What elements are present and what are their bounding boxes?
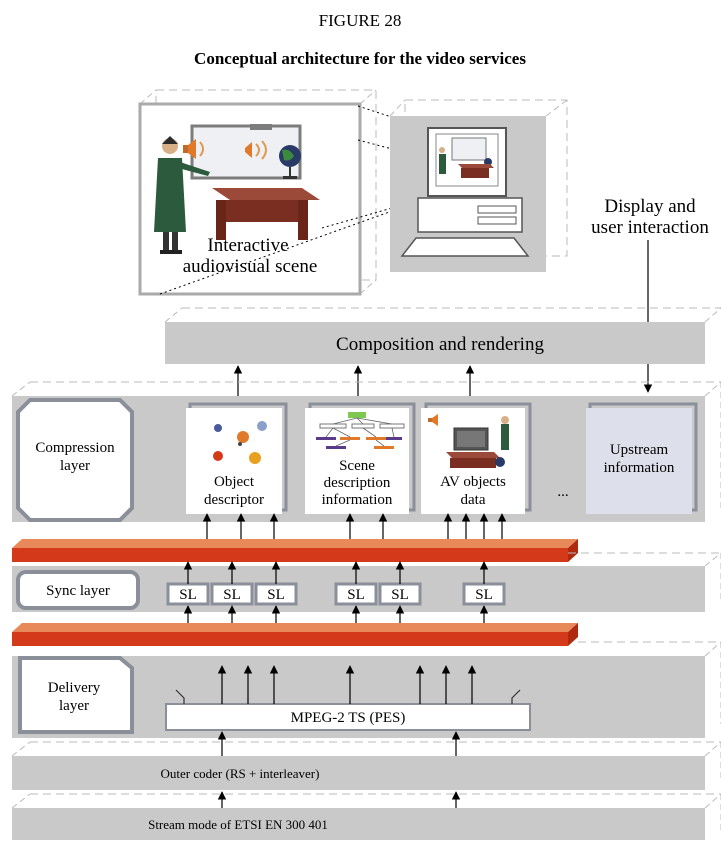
scene-description-label-3: information bbox=[322, 492, 393, 508]
sl-label: SL bbox=[347, 587, 365, 603]
outer-coder-label: Outer coder (RS + interleaver) bbox=[161, 766, 320, 781]
delivery-layer-label-2: layer bbox=[59, 698, 89, 714]
delivery-panel: Delivery layer MPEG-2 TS (PES) bbox=[12, 641, 721, 738]
figure-title: Conceptual architecture for the video se… bbox=[194, 49, 526, 68]
upstream-label-2: information bbox=[604, 460, 675, 476]
delivery-layer-label-1: Delivery bbox=[48, 680, 101, 696]
display-label-1: Display and bbox=[604, 196, 696, 217]
composition-label: Composition and rendering bbox=[336, 334, 544, 355]
scene-description-label-2: description bbox=[324, 475, 391, 491]
sl-block: SL bbox=[166, 582, 210, 606]
scene-description-label-1: Scene bbox=[339, 458, 375, 474]
object-descriptor-label-1: Object bbox=[214, 474, 255, 490]
upstream-box bbox=[586, 408, 692, 514]
sync-panel: Sync layer SL SL SL SL SL SL bbox=[12, 552, 721, 612]
stream-mode-panel: Stream mode of ETSI EN 300 401 bbox=[11, 793, 721, 840]
object-cluster-icon bbox=[213, 421, 267, 464]
sl-block: SL bbox=[378, 582, 422, 606]
sync-layer-box bbox=[16, 570, 140, 610]
figure-number: FIGURE 28 bbox=[319, 11, 402, 30]
mpeg-ts-label: MPEG-2 TS (PES) bbox=[291, 710, 406, 726]
desk-image bbox=[212, 188, 320, 240]
computer-terminal bbox=[389, 99, 568, 272]
compression-layer-box bbox=[16, 398, 134, 522]
mpeg-ts-box bbox=[165, 703, 531, 731]
sync-layer-label: Sync layer bbox=[46, 583, 110, 599]
speaker-icon bbox=[183, 139, 204, 159]
speaker-icon bbox=[245, 140, 267, 160]
red-band-bottom bbox=[12, 623, 578, 646]
scene-label-2: audiovisual scene bbox=[183, 256, 318, 277]
compression-layer-label-2: layer bbox=[60, 458, 90, 474]
sl-label: SL bbox=[475, 587, 493, 603]
compression-panel: Compression layer Object descriptor bbox=[11, 381, 721, 522]
sync-to-compression-arrows bbox=[202, 513, 507, 541]
outer-coder-panel: Outer coder (RS + interleaver) bbox=[11, 741, 721, 790]
upstream-label-1: Upstream bbox=[610, 442, 669, 458]
keyboard-icon bbox=[400, 237, 530, 257]
av-objects-icon bbox=[428, 414, 509, 468]
sl-block: SL bbox=[210, 582, 254, 606]
stream-mode-label: Stream mode of ETSI EN 300 401 bbox=[148, 817, 328, 832]
ts-arrows bbox=[217, 665, 477, 704]
ellipsis-label: ... bbox=[557, 484, 568, 500]
composition-arrows bbox=[233, 365, 475, 400]
interactive-scene: Interactive audiovisual scene bbox=[138, 89, 377, 296]
presenter-figure bbox=[154, 136, 210, 254]
sl-label: SL bbox=[223, 587, 241, 603]
av-objects-label-2: data bbox=[461, 492, 486, 508]
sl-label: SL bbox=[267, 587, 285, 603]
composition-panel: Composition and rendering bbox=[164, 307, 721, 364]
delivery-layer-box bbox=[18, 656, 134, 734]
av-objects-label-1: AV objects bbox=[440, 474, 506, 490]
stream-arrows bbox=[217, 791, 461, 808]
globe-icon bbox=[279, 145, 301, 179]
red-band-top bbox=[12, 539, 578, 562]
scene-label-1: Interactive bbox=[207, 235, 288, 256]
tree-diagram-icon bbox=[316, 412, 405, 449]
sl-label: SL bbox=[391, 587, 409, 603]
outer-arrows bbox=[217, 731, 461, 756]
sl-block: SL bbox=[254, 582, 298, 606]
sl-block: SL bbox=[334, 582, 378, 606]
display-label-2: user interaction bbox=[591, 217, 709, 238]
sl-block: SL bbox=[462, 582, 506, 606]
sl-label: SL bbox=[179, 587, 197, 603]
object-descriptor-label-2: descriptor bbox=[204, 492, 264, 508]
compression-layer-label-1: Compression bbox=[35, 440, 115, 456]
